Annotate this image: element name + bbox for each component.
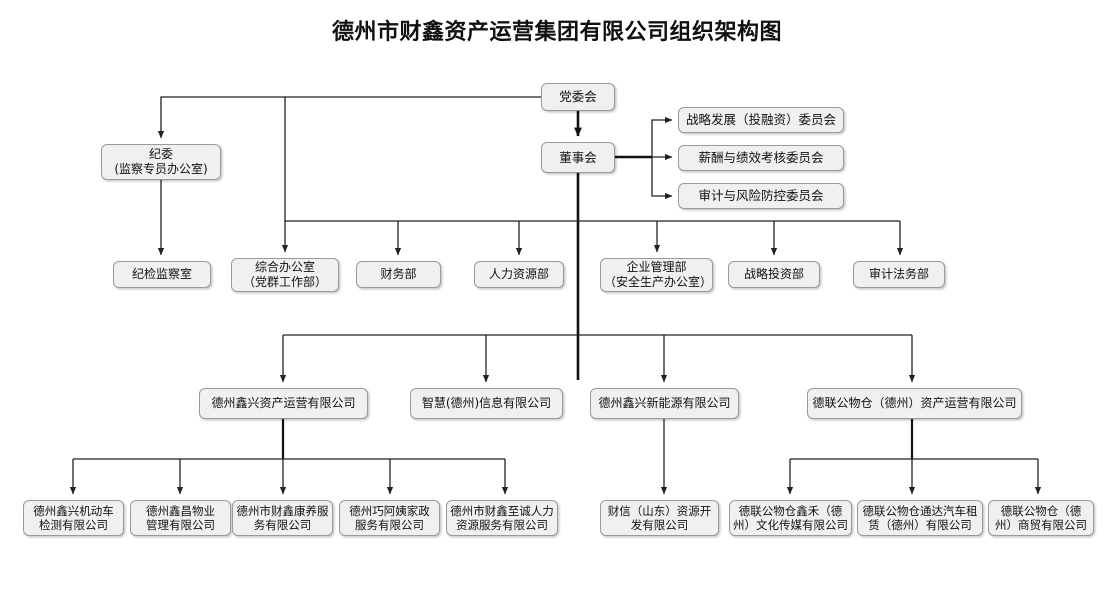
org-node-leaf4[interactable]: 德州巧阿姨家政 服务有限公司: [339, 500, 440, 536]
org-node-leaf5[interactable]: 德州市财鑫至诚人力 资源服务有限公司: [446, 500, 558, 536]
org-node-dept_hr[interactable]: 人力资源部: [474, 261, 564, 288]
org-node-leaf7[interactable]: 德联公物仓鑫禾（德 州）文化传媒有限公司: [729, 500, 852, 536]
org-node-sub4[interactable]: 德联公物仓（德州）资产运营有限公司: [807, 388, 1022, 419]
page-title: 德州市财鑫资产运营集团有限公司组织架构图: [331, 20, 782, 45]
edge-party-jiwei: [157, 96, 541, 139]
org-node-dept_audit[interactable]: 审计法务部: [853, 261, 945, 288]
edge-board-cmte1: [651, 116, 673, 157]
org-node-party[interactable]: 党委会: [541, 83, 615, 111]
org-node-leaf3[interactable]: 德州市财鑫康养服 务有限公司: [232, 500, 333, 536]
edge-group-leaves-left: [69, 458, 509, 495]
edge-group-top: [157, 96, 582, 256]
org-node-sub2[interactable]: 智慧(德州)信息有限公司: [410, 388, 563, 419]
org-node-leaf6[interactable]: 财信（山东）资源开 发有限公司: [600, 500, 719, 536]
org-node-jiwei[interactable]: 纪委 (监察专员办公室): [101, 144, 221, 180]
org-node-leaf2[interactable]: 德州鑫昌物业 管理有限公司: [130, 500, 231, 536]
org-node-cmte2[interactable]: 薪酬与绩效考核委员会: [678, 145, 844, 171]
org-node-cmte3[interactable]: 审计与风险防控委员会: [678, 183, 844, 209]
org-node-dept_fin[interactable]: 财务部: [356, 261, 441, 288]
org-node-sub1[interactable]: 德州鑫兴资产运营有限公司: [199, 388, 368, 419]
edge-sub-trunks: [281, 419, 914, 459]
org-node-sub3[interactable]: 德州鑫兴新能源有限公司: [590, 388, 739, 419]
org-node-cmte1[interactable]: 战略发展（投融资）委员会: [678, 107, 844, 133]
edge-group-committees: [615, 116, 673, 200]
org-node-leaf9[interactable]: 德联公物仓（德 州）商贸有限公司: [988, 500, 1094, 536]
edge-board-cmte3: [651, 157, 673, 200]
org-node-board[interactable]: 董事会: [541, 142, 615, 173]
edge-group-leaves-right: [786, 458, 1042, 495]
org-node-leaf1[interactable]: 德州鑫兴机动车 检测有限公司: [23, 500, 124, 536]
org-node-leaf8[interactable]: 德联公物仓通达汽车租 赁（德州）有限公司: [857, 500, 983, 536]
org-node-dept_office[interactable]: 综合办公室 （党群工作部）: [231, 258, 339, 292]
org-node-dept_inv[interactable]: 战略投资部: [728, 261, 820, 288]
edge-group-subsidiaries: [279, 334, 916, 383]
org-node-jijian[interactable]: 纪检监察室: [113, 261, 211, 288]
org-node-dept_mgmt[interactable]: 企业管理部 （安全生产办公室）: [600, 258, 713, 292]
edge-group-departments: [281, 220, 904, 256]
